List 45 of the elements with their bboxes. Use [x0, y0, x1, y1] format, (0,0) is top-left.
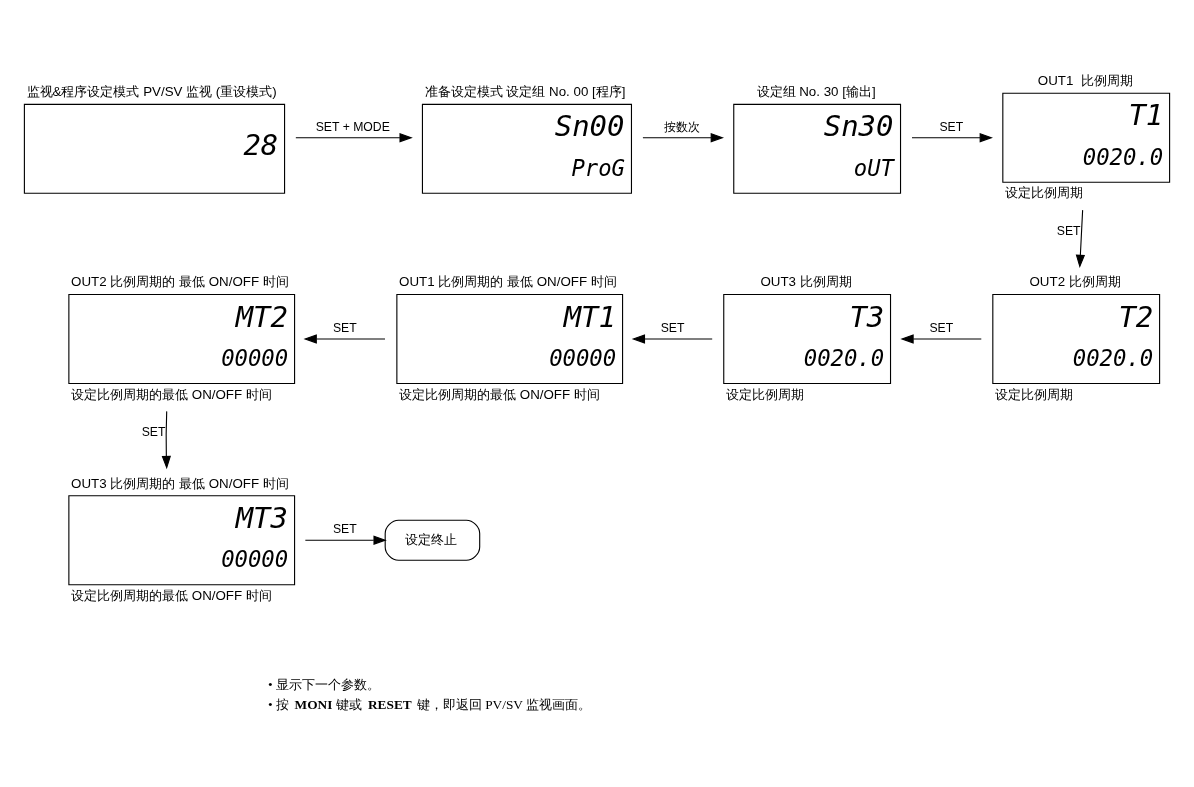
node-label: 准备设定模式 设定组 No. 00 [程序]	[424, 83, 626, 99]
node-box: T2 0020.0	[992, 293, 1161, 384]
edge-label: SET	[332, 320, 357, 335]
node-box: 设定终止	[384, 519, 481, 561]
arrow	[303, 333, 386, 344]
node-box: T1 0020.0	[1002, 92, 1171, 183]
label: • 按 MONI 键或 RESET 键，即返回 PV/SV 监视画面。	[267, 696, 592, 712]
edge-label: SET	[660, 320, 685, 335]
edge-label: SET + MODE	[315, 119, 390, 134]
node-label: 设定比例周期	[725, 386, 804, 402]
edge-label: SET	[141, 424, 166, 439]
node-label: OUT2 比例周期的 最低 ON/OFF 时间	[71, 273, 289, 289]
node-label: 监视&程序设定模式 PV/SV 监视 (重设模式)	[26, 83, 277, 99]
node-label: 设定组 No. 30 [输出]	[756, 83, 876, 99]
node-box: MT2 00000	[68, 293, 296, 384]
node-label: 设定比例周期的最低 ON/OFF 时间	[399, 386, 600, 402]
node-label: OUT3 比例周期的 最低 ON/OFF 时间	[71, 475, 289, 491]
edge-label: 按数次	[663, 119, 700, 134]
node-label: OUT2 比例周期	[1029, 273, 1121, 289]
node-box: 28	[23, 103, 286, 194]
arrow	[911, 132, 993, 142]
arrow	[295, 132, 413, 142]
node-box: Sn00 ProG	[421, 103, 633, 194]
edge-label: SET	[939, 119, 964, 134]
arrow	[642, 132, 724, 142]
node-label: OUT1 比例周期的 最低 ON/OFF 时间	[399, 273, 617, 289]
arrow	[161, 410, 171, 469]
node-box: T3 0020.0	[723, 293, 892, 384]
node-label: OUT3 比例周期	[760, 273, 852, 289]
arrow	[900, 333, 982, 344]
node-label: 设定比例周期	[995, 386, 1074, 402]
node-box: MT1 00000	[396, 293, 624, 384]
node-label: OUT1 比例周期	[1037, 72, 1133, 88]
node-label: 设定比例周期的最低 ON/OFF 时间	[71, 587, 272, 603]
edge-label: SET	[332, 521, 357, 536]
label: • 显示下一个参数。	[267, 676, 380, 692]
edge-label: SET	[1056, 223, 1081, 238]
arrow	[304, 535, 387, 545]
node-box: MT3 00000	[68, 494, 296, 585]
edge-label: SET	[929, 320, 954, 335]
node-label: 设定比例周期的最低 ON/OFF 时间	[71, 386, 272, 402]
arrow	[631, 333, 713, 344]
node-label: 设定比例周期	[1005, 184, 1084, 200]
arrow	[1075, 209, 1086, 268]
node-box: Sn30 oUT	[733, 103, 902, 194]
